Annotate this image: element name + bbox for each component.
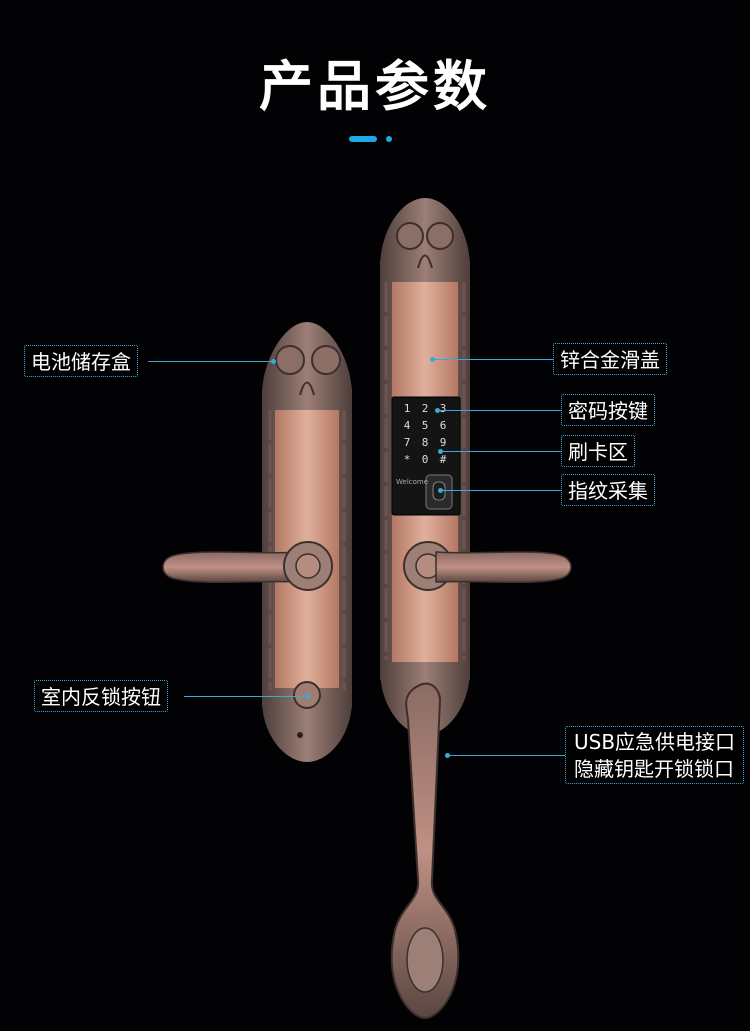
- key-star[interactable]: *: [403, 453, 411, 466]
- title-accent-bar: [349, 136, 377, 142]
- keypad: 1 2 3 4 5 6 7 8 9 * 0 #: [398, 402, 454, 466]
- leader-usb: [447, 755, 565, 756]
- key-9[interactable]: 9: [439, 436, 447, 449]
- callout-usb-line1: USB应急供电接口: [574, 730, 736, 754]
- interior-lever: [162, 541, 333, 591]
- leader-dot-password-keys: [435, 408, 440, 413]
- callout-fingerprint: 指纹采集: [561, 474, 655, 506]
- key-0[interactable]: 0: [421, 453, 429, 466]
- key-8[interactable]: 8: [421, 436, 429, 449]
- callout-card-area: 刷卡区: [561, 435, 635, 467]
- leader-card-area: [440, 451, 561, 452]
- callout-password-keys: 密码按键: [561, 394, 655, 426]
- callout-battery-box: 电池储存盒: [24, 345, 138, 377]
- title-accent-dot: [386, 136, 392, 142]
- callout-usb-key: USB应急供电接口 隐藏钥匙开锁锁口: [565, 726, 745, 784]
- key-6[interactable]: 6: [439, 419, 447, 432]
- key-7[interactable]: 7: [403, 436, 411, 449]
- callout-anti-lock-button: 室内反锁按钮: [34, 680, 168, 712]
- keypad-brand: Welcome: [396, 478, 429, 486]
- leader-dot-zinc-cover: [430, 357, 435, 362]
- leader-dot-usb: [445, 753, 450, 758]
- leader-dot-battery-box: [271, 359, 276, 364]
- leader-dot-card-area: [438, 449, 443, 454]
- page-title: 产品参数: [259, 54, 491, 118]
- key-1[interactable]: 1: [403, 402, 411, 415]
- key-2[interactable]: 2: [421, 402, 429, 415]
- leader-anti-lock: [184, 696, 307, 697]
- exterior-plate: [380, 198, 470, 735]
- callout-zinc-cover: 锌合金滑盖: [553, 343, 667, 375]
- key-3[interactable]: 3: [439, 402, 447, 415]
- leader-password-keys: [437, 410, 561, 411]
- exterior-lever: [403, 541, 572, 591]
- key-hash[interactable]: #: [439, 453, 447, 466]
- pull-handle: [390, 682, 460, 1020]
- leader-dot-anti-lock: [305, 694, 310, 699]
- key-5[interactable]: 5: [421, 419, 429, 432]
- leader-battery-box: [148, 361, 273, 362]
- key-4[interactable]: 4: [403, 419, 411, 432]
- leader-fingerprint: [440, 490, 561, 491]
- leader-zinc-cover: [432, 359, 553, 360]
- leader-dot-fingerprint: [438, 488, 443, 493]
- callout-usb-line2: 隐藏钥匙开锁锁口: [574, 757, 734, 781]
